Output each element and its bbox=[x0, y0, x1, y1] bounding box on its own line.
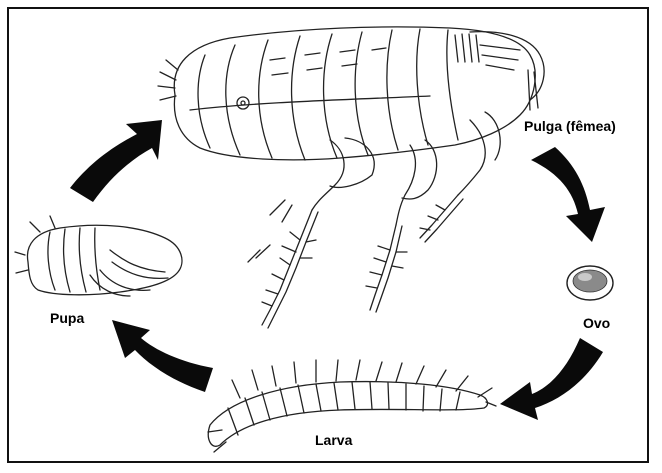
pupa-drawing bbox=[15, 216, 182, 296]
arrow-larva-to-pupa bbox=[112, 320, 213, 392]
stage-label-adult-flea: Pulga (fêmea) bbox=[524, 118, 616, 134]
adult-flea-drawing bbox=[158, 27, 544, 328]
stage-label-pupa: Pupa bbox=[50, 310, 84, 326]
arrow-adult-to-egg bbox=[531, 147, 605, 242]
arrow-pupa-to-adult bbox=[70, 120, 162, 202]
arrow-egg-to-larva bbox=[500, 338, 603, 420]
stage-label-egg: Ovo bbox=[583, 315, 610, 331]
stage-label-larva: Larva bbox=[315, 432, 352, 448]
egg-drawing bbox=[567, 266, 613, 300]
